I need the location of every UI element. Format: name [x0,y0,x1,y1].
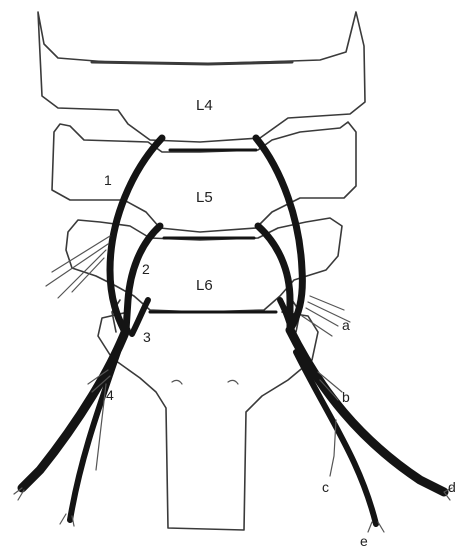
label-3: 3 [143,329,151,345]
vertebra-l4-outline [38,12,365,142]
nerve-left-branch [70,352,118,520]
label-1: 1 [104,172,112,188]
label-l5: L5 [196,189,213,206]
sacrum-outline [98,312,318,530]
label-e: e [360,533,368,549]
vertebra-l5-outline [52,122,356,232]
label-b: b [342,389,350,405]
label-l6: L6 [196,277,213,294]
nerves-left [14,138,162,526]
nerves-right [256,138,452,532]
label-a: a [342,317,350,333]
labels: L4 L5 L6 1 2 3 4 a b c d e [104,97,456,549]
label-l4: L4 [196,97,213,114]
label-2: 2 [142,261,150,277]
label-d: d [448,479,456,495]
label-4: 4 [106,387,114,403]
nerve-left-main [22,330,126,488]
label-c: c [322,479,329,495]
